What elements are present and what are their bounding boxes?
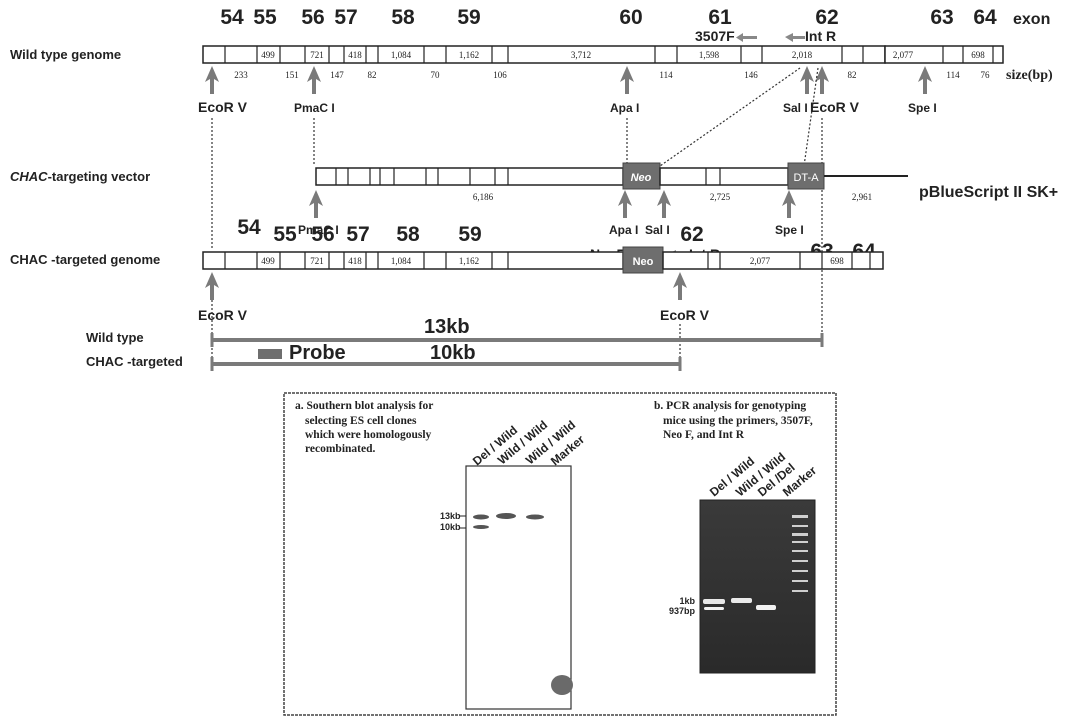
vsite-spei: Spe I: [775, 223, 804, 237]
row-label-chac-targeted: CHAC -targeted: [86, 354, 183, 369]
dta-box-label: DT-A: [793, 172, 819, 184]
targeting-vector-bar: [316, 163, 908, 189]
exon-label: 59: [458, 223, 481, 246]
vsite-apai: Apa I: [609, 223, 638, 237]
size-label: 499: [261, 256, 275, 266]
size-label: 1,162: [459, 256, 479, 266]
site-ecorv: EcoR V: [198, 99, 248, 115]
size-label: 1,084: [391, 50, 412, 60]
primer-arrow-intr: [785, 33, 805, 42]
size-label: 2,077: [750, 256, 771, 266]
panel-a-title-line: a. Southern blot analysis for: [295, 400, 433, 412]
exon-label: 56: [301, 6, 324, 29]
intron-size: 82: [848, 70, 857, 80]
fragment-label-10kb: 10kb: [430, 342, 476, 364]
tsite-ecorv-2: EcoR V: [660, 307, 710, 323]
size-unit: size(bp): [1006, 68, 1053, 83]
pcr-mark-937bp: 937bp: [669, 606, 696, 616]
blot-mark-13kb: 13kb: [440, 511, 461, 521]
top-exon-numbers: 54 55 56 57 58 59 60 61 62 63 64: [220, 6, 997, 29]
pcr-mark-1kb: 1kb: [679, 596, 695, 606]
intron-size: 76: [981, 70, 991, 80]
site-arrows-row1: [205, 66, 932, 94]
fragment-label-13kb: 13kb: [424, 316, 470, 338]
site-sali: Sal I: [783, 101, 808, 115]
exon-label: 55: [273, 223, 297, 246]
size-label: 3,712: [571, 50, 591, 60]
site-arrows-row3: [205, 272, 687, 300]
intron-size: 147: [330, 70, 344, 80]
intron-size: 233: [234, 70, 248, 80]
site-pmaci: PmaC I: [294, 101, 335, 115]
exon-label: 64: [973, 6, 997, 29]
southern-blot-membrane: [466, 466, 571, 709]
size-label: 698: [830, 256, 844, 266]
wild-intron-sizes: 233 151 147 82 70 106 114 146 82 114 76: [234, 70, 990, 80]
size-label: 1,162: [459, 50, 479, 60]
size-label: 2,018: [792, 50, 813, 60]
primer-intr: Int R: [805, 28, 836, 44]
size-label: 2,077: [893, 50, 914, 60]
exon-label: 54: [237, 216, 261, 239]
intron-size: 146: [744, 70, 758, 80]
primer-arrow-3507f: [736, 33, 757, 42]
intron-size: 106: [493, 70, 507, 80]
row-label-targeting-vector: CHAC-targeting vector: [10, 169, 150, 184]
site-spei: Spe I: [908, 101, 937, 115]
panel-b-title-line: mice using the primers, 3507F,: [663, 415, 813, 427]
vector-len-1: 6,186: [473, 192, 494, 202]
panel-a-title-line: selecting ES cell clones: [305, 415, 417, 427]
intron-size: 70: [431, 70, 441, 80]
exon-label: 54: [220, 6, 244, 29]
size-label: 418: [348, 256, 362, 266]
primer-3507f: 3507F: [695, 28, 735, 44]
exon-label: 55: [253, 6, 277, 29]
vsite-sali: Sal I: [645, 223, 670, 237]
panel-b-title-line: Neo F, and Int R: [663, 429, 745, 441]
probe-label: Probe: [289, 342, 346, 364]
exon-label: 57: [346, 223, 369, 246]
panel-a-title-line: recombinated.: [305, 443, 376, 455]
row-label-wild-type: Wild type: [86, 330, 144, 345]
exon-label: 60: [619, 6, 642, 29]
panel-a-title-line: which were homologously: [305, 429, 432, 441]
exon-label: 62: [680, 223, 703, 246]
exon-label: 61: [708, 6, 732, 29]
size-label: 698: [971, 50, 985, 60]
intron-size: 151: [285, 70, 299, 80]
exon-label: 58: [396, 223, 420, 246]
vector-backbone: pBlueScript II SK+: [919, 184, 1058, 201]
intron-size: 114: [659, 70, 673, 80]
vector-len-3: 2,961: [852, 192, 872, 202]
exon-label: 59: [457, 6, 480, 29]
exon-label: 58: [391, 6, 415, 29]
targeted-genome-bar: [203, 247, 883, 273]
exon-label: 56: [311, 223, 334, 246]
intron-size: 114: [946, 70, 960, 80]
size-label: 1,598: [699, 50, 720, 60]
neo-box-label: Neo: [631, 172, 652, 184]
exon-label: 62: [815, 6, 838, 29]
row-label-wild-genome: Wild type genome: [10, 47, 121, 62]
blot-mark-10kb: 10kb: [440, 522, 461, 532]
vector-len-2: 2,725: [710, 192, 731, 202]
tsite-ecorv: EcoR V: [198, 307, 248, 323]
size-label: 1,084: [391, 256, 412, 266]
targeted-neo-label: Neo: [633, 256, 654, 268]
panel-b-title-line: b. PCR analysis for genotyping: [654, 400, 806, 412]
site-ecorv-2: EcoR V: [810, 99, 860, 115]
exon-label: 57: [334, 6, 357, 29]
exon-label: 63: [930, 6, 953, 29]
row-label-targeted-genome: CHAC -targeted genome: [10, 252, 160, 267]
exon-word: exon: [1013, 11, 1050, 28]
size-label: 418: [348, 50, 362, 60]
site-apai: Apa I: [610, 101, 639, 115]
size-label: 499: [261, 50, 275, 60]
intron-size: 82: [368, 70, 377, 80]
size-label: 721: [310, 50, 324, 60]
probe-box: [258, 349, 282, 359]
size-label: 721: [310, 256, 324, 266]
